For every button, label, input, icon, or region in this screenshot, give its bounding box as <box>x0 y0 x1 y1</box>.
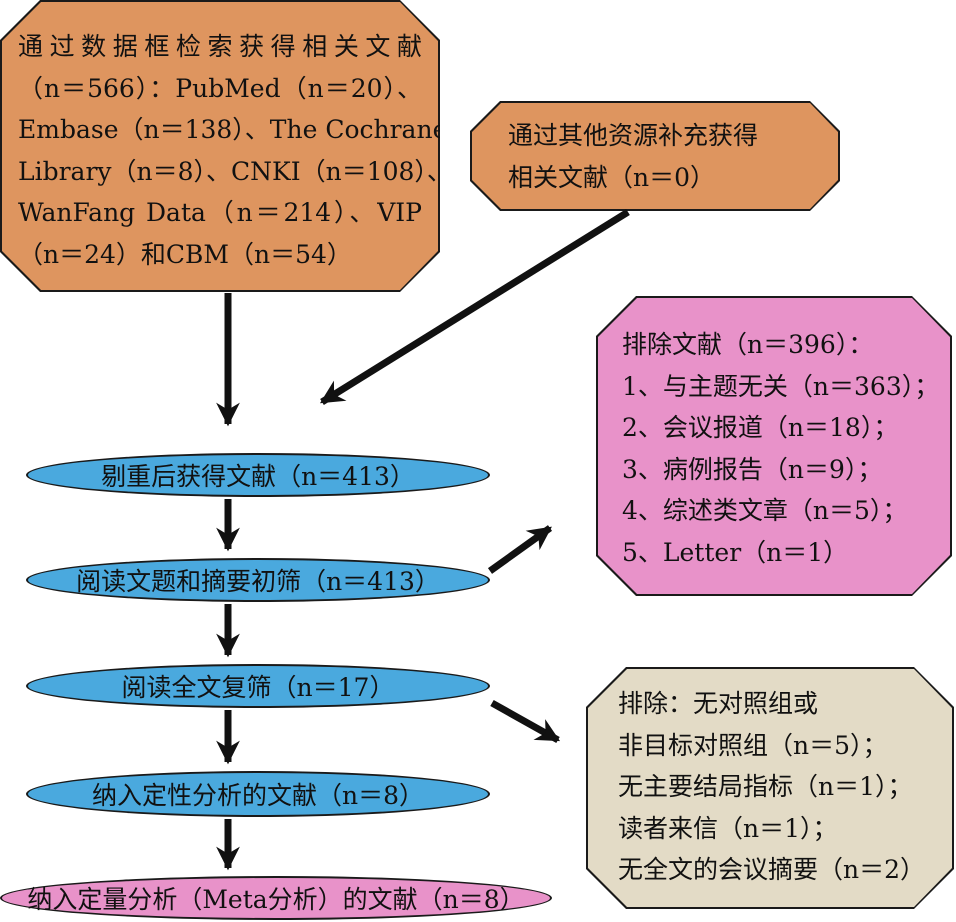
qualitative-step-label: 纳入定性分析的文献（n＝8） <box>91 781 424 810</box>
source-line: （n＝566）：PubMed（n＝20）、 <box>18 73 422 103</box>
exclusion-item: 4、综述类文章（n＝5）； <box>622 496 908 525</box>
title-abstract-screen-step: 阅读文题和摘要初筛（n＝413） <box>26 558 490 602</box>
exclusion-item: 3、病例报告（n＝9）； <box>622 454 883 484</box>
database-sources-box: 通过数据框检索获得相关文献 （n＝566）：PubMed（n＝20）、 Emba… <box>0 0 440 292</box>
exclusion-box-fulltext: 排除：无对照组或 非目标对照组（n＝5）； 无主要结局指标（n＝1）； 读者来信… <box>586 667 954 909</box>
source-line: Library（n＝8）、CNKI（n＝108）、 <box>18 156 452 186</box>
exclusion-item: 1、与主题无关（n＝363）； <box>622 371 940 401</box>
fulltext-exclusion-item: 非目标对照组（n＝5）； <box>618 730 888 760</box>
other-sources-text: 通过其他资源补充获得 相关文献（n＝0） <box>508 115 758 198</box>
exclusion-item: 排除文献（n＝396）： <box>622 330 874 359</box>
arrow-other-to-dedup <box>319 209 630 405</box>
other-sources-box: 通过其他资源补充获得 相关文献（n＝0） <box>470 101 840 211</box>
other-source-line: 相关文献（n＝0） <box>508 162 716 192</box>
source-line: 通过数据框检索获得相关文献 <box>18 32 422 61</box>
quantitative-step-label: 纳入定量分析（Meta分析）的文献（n＝8） <box>27 885 525 914</box>
exclusion-box-title-abstract: 排除文献（n＝396）： 1、与主题无关（n＝363）； 2、会议报道（n＝18… <box>596 296 952 596</box>
dedup-step-label: 剔重后获得文献（n＝413） <box>101 462 415 491</box>
qualitative-step: 纳入定性分析的文献（n＝8） <box>26 771 490 817</box>
other-source-line: 通过其他资源补充获得 <box>508 121 759 150</box>
fulltext-screen-step: 阅读全文复筛（n＝17） <box>26 664 490 708</box>
database-sources-text: 通过数据框检索获得相关文献 （n＝566）：PubMed（n＝20）、 Emba… <box>18 26 452 275</box>
fulltext-exclusion-item: 无全文的会议摘要（n＝2） <box>618 855 926 884</box>
exclusion-item: 2、会议报道（n＝18）； <box>622 413 899 442</box>
quantitative-step: 纳入定量分析（Meta分析）的文献（n＝8） <box>0 876 552 920</box>
dedup-step: 剔重后获得文献（n＝413） <box>26 453 490 497</box>
screen-step-label: 阅读文题和摘要初筛（n＝413） <box>76 567 440 596</box>
fulltext-exclusion-list: 排除：无对照组或 非目标对照组（n＝5）； 无主要结局指标（n＝1）； 读者来信… <box>618 683 925 891</box>
exclusion-item: 5、Letter（n＝1） <box>622 537 849 567</box>
fulltext-exclusion-item: 无主要结局指标（n＝1）； <box>618 772 913 801</box>
arrow-screen-to-exclusion <box>487 525 553 574</box>
source-line: WanFang Data（n＝214）、VIP <box>18 198 422 227</box>
fulltext-exclusion-item: 读者来信（n＝1）； <box>618 813 838 843</box>
fulltext-exclusion-item: 排除：无对照组或 <box>618 689 819 718</box>
fulltext-step-label: 阅读全文复筛（n＝17） <box>121 673 395 702</box>
source-line: （n＝24）和CBM（n＝54） <box>18 239 352 269</box>
exclusion-list: 排除文献（n＝396）： 1、与主题无关（n＝363）； 2、会议报道（n＝18… <box>622 324 939 573</box>
source-line: Embase（n＝138）、The Cochrane <box>18 115 448 144</box>
arrow-fulltext-to-exclusion <box>490 699 561 744</box>
